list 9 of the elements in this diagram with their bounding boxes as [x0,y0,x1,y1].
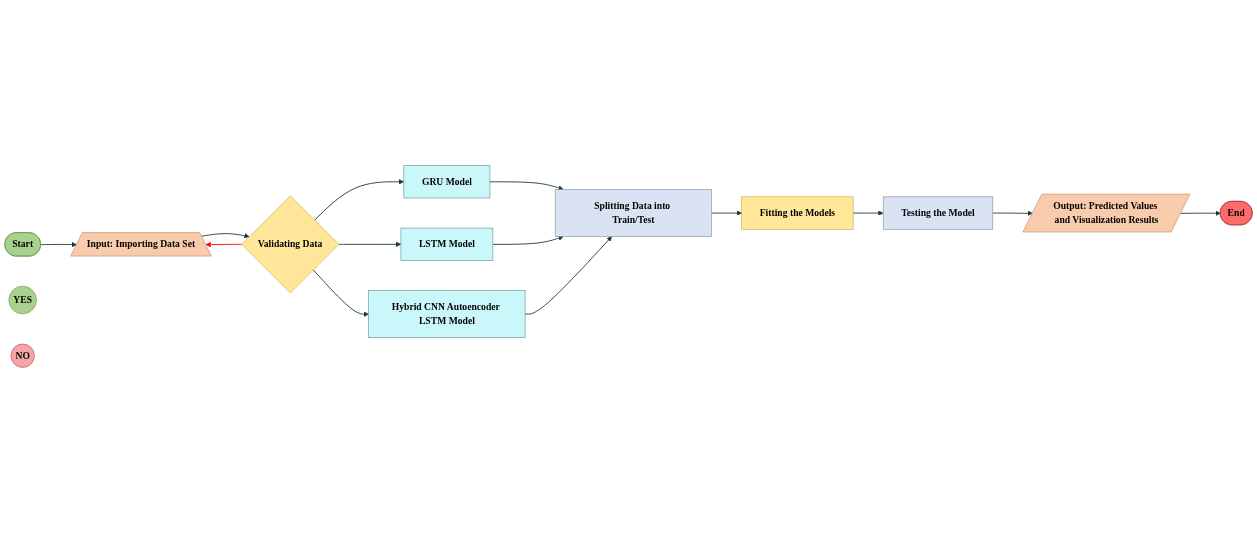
node-circle: NO [10,343,35,368]
node-box: Hybrid CNN Autoencoder LSTM Model [368,290,526,338]
node-box: Fitting the Models [741,196,854,230]
node-box: GRU Model [403,165,491,199]
node-box: LSTM Model [400,227,494,261]
node-diamond: Validating Data [241,195,340,294]
node-box: Testing the Model [882,196,994,230]
node-circle: YES [8,285,37,315]
node-box: Splitting Data into Train/Test [554,189,712,237]
